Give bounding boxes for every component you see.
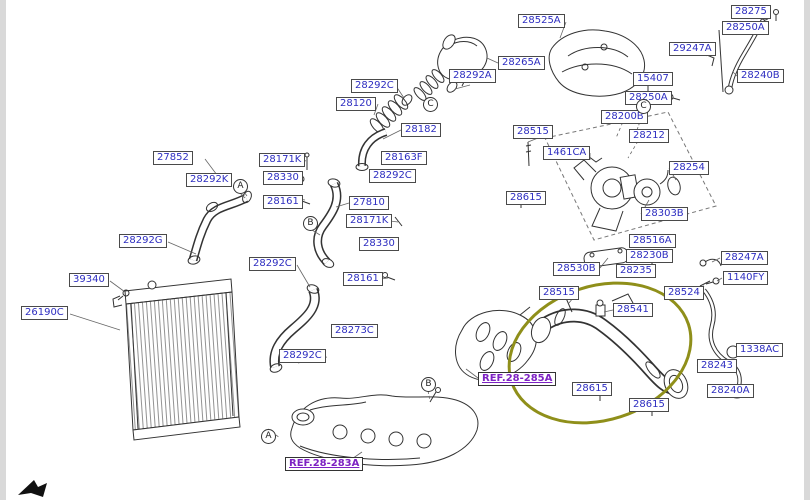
view-marker-B: B	[303, 216, 318, 231]
part-label-28273C[interactable]: 28273C	[331, 324, 378, 338]
part-label-28524[interactable]: 28524	[664, 286, 704, 300]
part-label-28615[interactable]: 28615	[506, 191, 546, 205]
ref-link-REF.28-283A[interactable]: REF.28-283A	[285, 457, 364, 471]
part-label-28615[interactable]: 28615	[572, 382, 612, 396]
part-label-28240A[interactable]: 28240A	[707, 384, 754, 398]
part-label-28615[interactable]: 28615	[629, 398, 669, 412]
part-label-28265A[interactable]: 28265A	[498, 56, 545, 70]
part-label-28292C[interactable]: 28292C	[351, 79, 398, 93]
part-label-1461CA[interactable]: 1461CA	[543, 146, 591, 160]
turbocharger-assembly	[544, 111, 717, 241]
ref-link-REF.28-285A[interactable]: REF.28-285A	[478, 372, 557, 386]
part-label-27810[interactable]: 27810	[349, 196, 389, 210]
part-label-28515[interactable]: 28515	[513, 125, 553, 139]
part-label-28292C[interactable]: 28292C	[369, 169, 416, 183]
fr-direction-arrow-icon	[18, 480, 47, 497]
intercooler-hose-assembly	[530, 293, 689, 399]
view-marker-A: A	[261, 429, 276, 444]
part-label-28250A[interactable]: 28250A	[722, 21, 769, 35]
part-label-28235[interactable]: 28235	[616, 264, 656, 278]
part-label-1338AC[interactable]: 1338AC	[736, 343, 784, 357]
part-label-28240B[interactable]: 28240B	[737, 69, 784, 83]
part-label-28292G[interactable]: 28292G	[119, 234, 167, 248]
part-label-27852[interactable]: 27852	[153, 151, 193, 165]
part-label-28516A[interactable]: 28516A	[629, 234, 676, 248]
part-label-28292C[interactable]: 28292C	[279, 349, 326, 363]
part-label-28163F[interactable]: 28163F	[381, 151, 427, 165]
view-marker-B: B	[421, 377, 436, 392]
part-label-28541[interactable]: 28541	[613, 303, 653, 317]
part-label-28292C[interactable]: 28292C	[249, 257, 296, 271]
part-label-28230B[interactable]: 28230B	[626, 249, 673, 263]
part-label-28247A[interactable]: 28247A	[721, 251, 768, 265]
part-label-28161[interactable]: 28161	[263, 195, 303, 209]
part-label-26190C[interactable]: 26190C	[21, 306, 68, 320]
heat-shield	[548, 29, 646, 97]
right-page-edge	[804, 0, 810, 500]
part-label-28171K[interactable]: 28171K	[346, 214, 393, 228]
intake-manifold	[290, 387, 479, 467]
radiator	[112, 278, 241, 441]
part-label-28303B[interactable]: 28303B	[641, 207, 688, 221]
part-label-15407[interactable]: 15407	[633, 72, 673, 86]
view-marker-C: C	[423, 97, 438, 112]
left-page-edge	[0, 0, 6, 500]
part-label-28530B[interactable]: 28530B	[553, 262, 600, 276]
part-label-28243[interactable]: 28243	[697, 359, 737, 373]
part-label-39340[interactable]: 39340	[69, 273, 109, 287]
part-label-1140FY[interactable]: 1140FY	[723, 271, 769, 285]
view-marker-C: C	[636, 99, 651, 114]
part-label-28330[interactable]: 28330	[263, 171, 303, 185]
part-label-28515[interactable]: 28515	[539, 286, 579, 300]
part-label-28292K[interactable]: 28292K	[186, 173, 233, 187]
part-label-28292A[interactable]: 28292A	[449, 69, 496, 83]
part-label-29247A[interactable]: 29247A	[669, 42, 716, 56]
part-label-28525A[interactable]: 28525A	[518, 14, 565, 28]
exhaust-manifold	[455, 306, 537, 381]
radiator-hoses	[187, 178, 342, 373]
part-label-28171K[interactable]: 28171K	[259, 153, 306, 167]
part-label-28120[interactable]: 28120	[336, 97, 376, 111]
part-label-28200B[interactable]: 28200B	[601, 110, 648, 124]
part-label-28161[interactable]: 28161	[343, 272, 383, 286]
part-label-28275[interactable]: 28275	[731, 5, 771, 19]
part-label-28212[interactable]: 28212	[629, 129, 669, 143]
part-label-28254[interactable]: 28254	[669, 161, 709, 175]
part-label-28330[interactable]: 28330	[359, 237, 399, 251]
part-label-28182[interactable]: 28182	[401, 123, 441, 137]
view-marker-A: A	[233, 179, 248, 194]
